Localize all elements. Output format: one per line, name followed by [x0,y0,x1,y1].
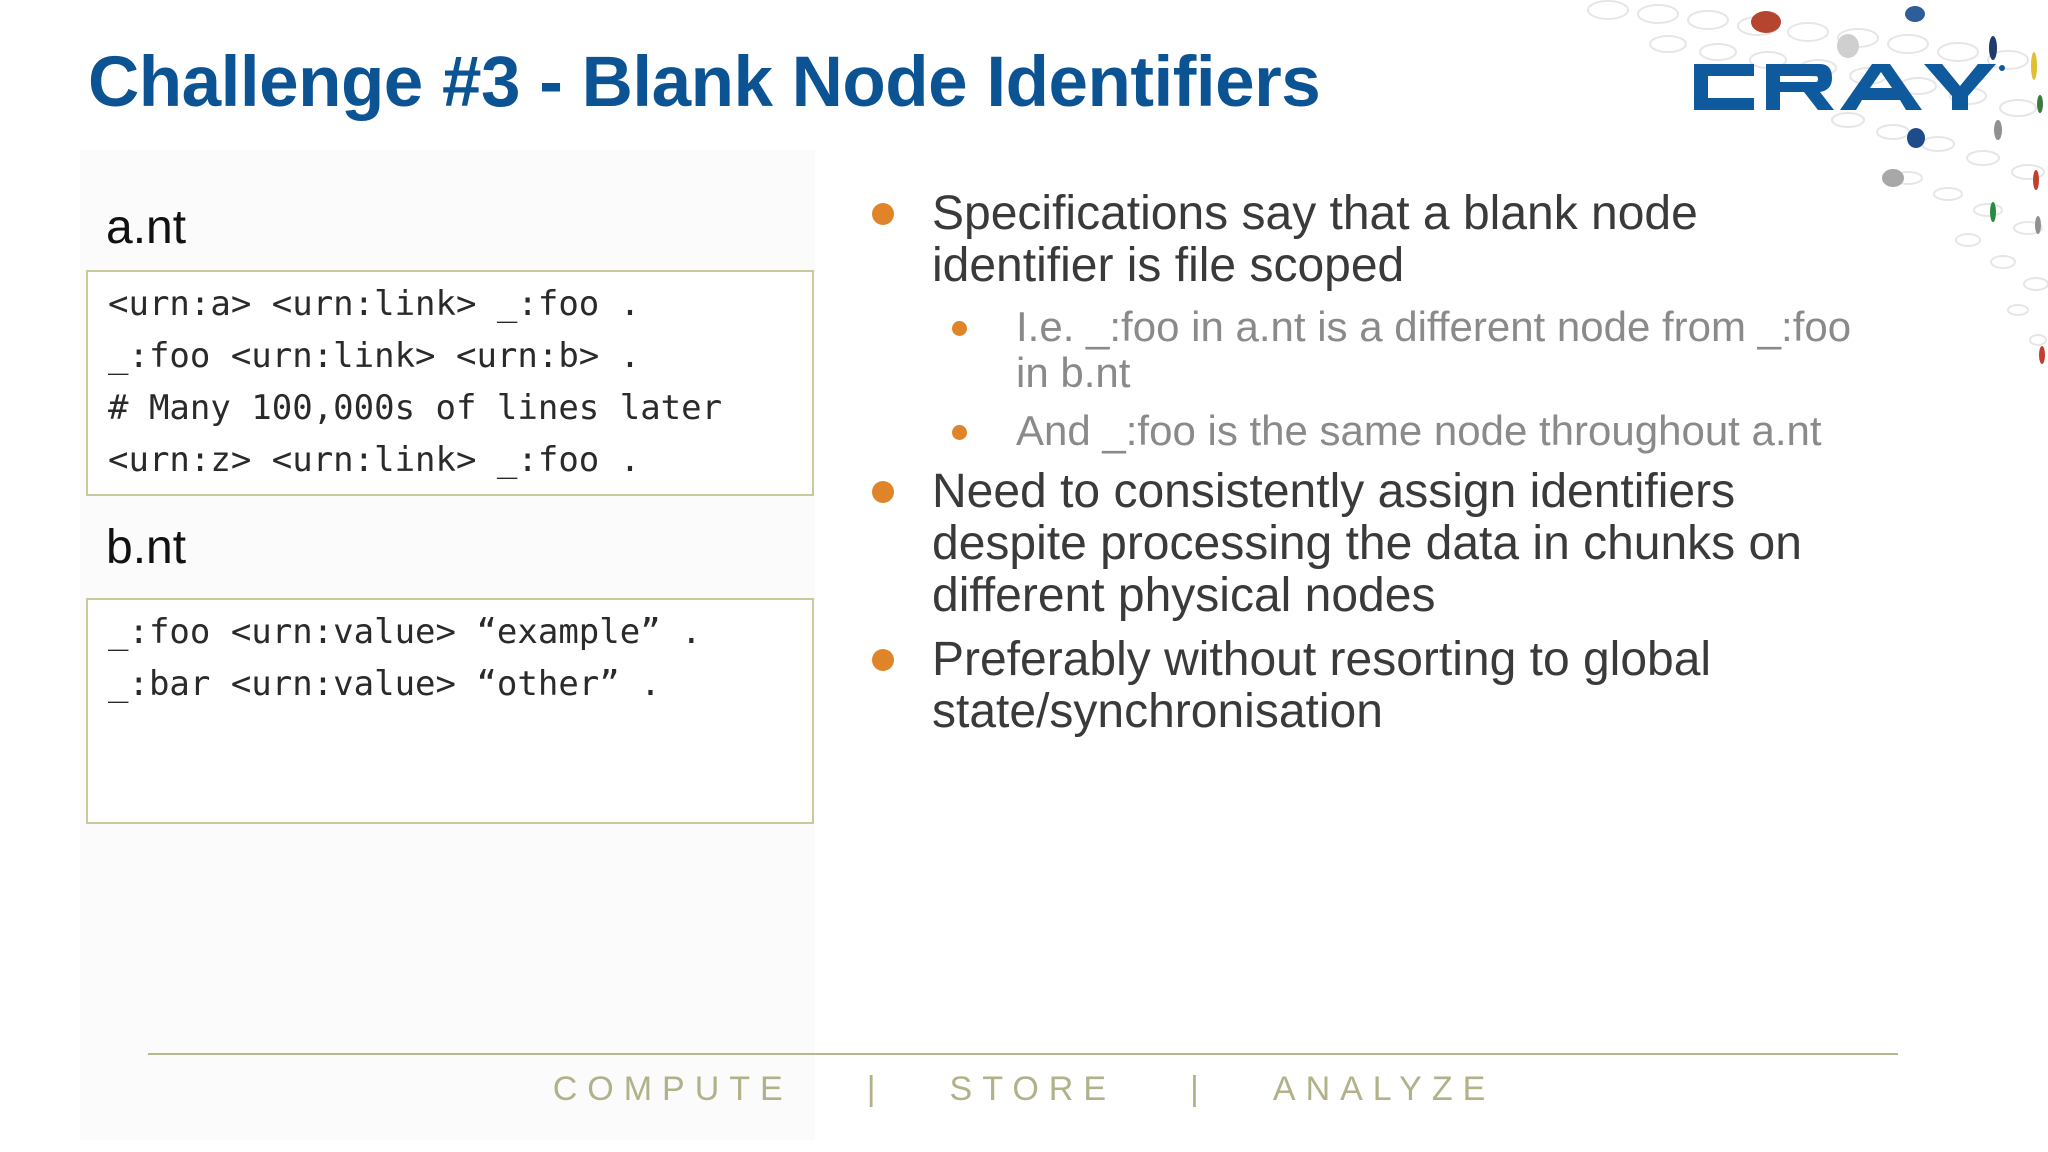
code-box-a-nt: <urn:a> <urn:link> _:foo . _:foo <urn:li… [86,270,814,496]
footer-item-store: STORE [949,1070,1117,1108]
dot-pattern-decoration [1587,0,2048,364]
code-line: _:bar <urn:value> “other” . [108,664,661,704]
code-box-b-nt: _:foo <urn:value> “example” . _:bar <urn… [86,598,814,824]
bullet-dot-icon [872,481,894,503]
bullet-text: Preferably without resorting to global s… [932,633,1712,738]
footer-separator: | [1190,1070,1199,1108]
sub-bullet-text: And _:foo is the same node throughout a.… [1016,407,1822,454]
cray-logo [1694,64,2005,110]
bullet-dot-icon [872,649,894,671]
bullet-item: Specifications say that a blank node ide… [868,188,1868,292]
code-line: <urn:a> <urn:link> _:foo . [108,284,641,324]
sub-bullet-item: And _:foo is the same node throughout a.… [868,408,1868,454]
code-line: <urn:z> <urn:link> _:foo . [108,440,641,480]
footer-divider [148,1053,1898,1055]
footer-item-compute: COMPUTE [552,1070,793,1108]
footer-item-analyze: ANALYZE [1272,1070,1496,1108]
bullet-dot-icon [952,425,967,440]
bullet-item: Need to consistently assign identifiers … [868,466,1868,622]
sub-bullet-text: I.e. _:foo in a.nt is a different node f… [1016,303,1852,396]
code-line: # Many 100,000s of lines later [108,388,723,428]
bullet-dot-icon [952,321,967,336]
footer-tagline: COMPUTE | STORE | ANALYZE [0,1070,2048,1109]
sub-bullet-item: I.e. _:foo in a.nt is a different node f… [868,304,1868,396]
bullet-text: Need to consistently assign identifiers … [932,465,1802,622]
bullet-list: Specifications say that a blank node ide… [868,188,1868,750]
file-label-a-nt: a.nt [106,201,187,254]
file-label-b-nt: b.nt [106,521,187,574]
bullet-text: Specifications say that a blank node ide… [932,187,1698,292]
slide-title: Challenge #3 - Blank Node Identifiers [88,43,1321,122]
bullet-dot-icon [872,203,894,225]
code-line: _:foo <urn:link> <urn:b> . [108,336,641,376]
code-line: _:foo <urn:value> “example” . [108,612,702,652]
footer-separator: | [866,1070,876,1108]
bullet-item: Preferably without resorting to global s… [868,634,1868,738]
